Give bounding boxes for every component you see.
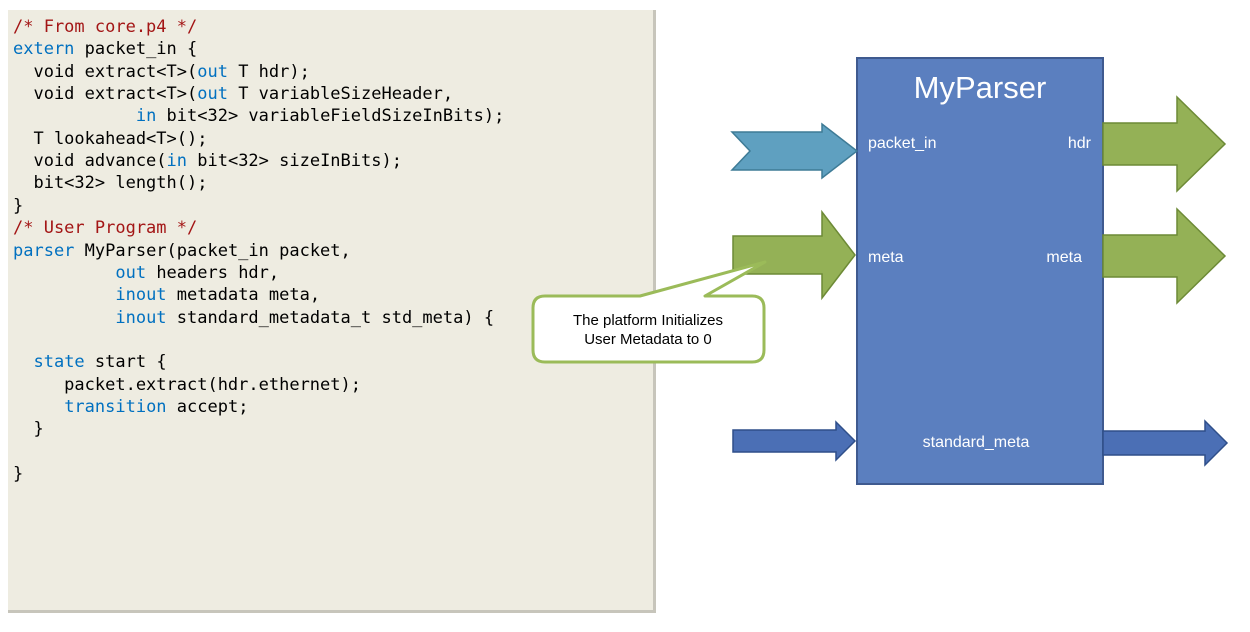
code-token-keyword: in — [135, 106, 157, 127]
code-token-plain: packet_in { — [74, 39, 198, 60]
code-token-plain: start { — [84, 352, 167, 373]
callout-text-line1: The platform Initializes — [573, 312, 723, 329]
code-token-keyword: parser — [13, 240, 75, 261]
hdr-out-arrow — [1102, 95, 1227, 193]
port-meta-out-label: meta — [1046, 249, 1082, 266]
code-line: T lookahead<T>(); — [13, 128, 207, 150]
code-token-plain: MyParser(packet_in packet, — [74, 240, 351, 261]
code-token-keyword: state — [33, 352, 85, 373]
parser-block — [856, 57, 1104, 485]
code-token-plain: standard_metadata_t std_meta) { — [166, 307, 495, 328]
meta-in-arrow — [732, 209, 856, 301]
code-line: packet.extract(hdr.ethernet); — [13, 374, 361, 396]
code-token-comment: /* From core.p4 */ — [13, 17, 198, 37]
standard-meta-in-arrow — [732, 420, 857, 462]
code-token-plain: T lookahead<T>(); — [13, 128, 208, 149]
code-token-keyword: extern — [13, 39, 75, 60]
code-line: inout standard_metadata_t std_meta) { — [13, 307, 494, 329]
code-token-keyword: out — [197, 84, 228, 105]
code-line: void extract<T>(out T variableSizeHeader… — [13, 83, 453, 105]
code-line: } — [13, 195, 23, 217]
code-line: transition accept; — [13, 396, 248, 418]
code-line: /* User Program */ — [13, 217, 197, 239]
code-line: parser MyParser(packet_in packet, — [13, 240, 351, 262]
code-line: } — [13, 463, 23, 485]
standard-meta-out-arrow — [1102, 419, 1229, 467]
code-token-keyword: out — [115, 262, 147, 283]
code-token-keyword: out — [197, 61, 228, 82]
port-hdr-label: hdr — [1068, 135, 1092, 152]
code-token-plain: metadata meta, — [166, 285, 321, 306]
code-token-plain: void advance( — [13, 151, 167, 172]
code-line: void extract<T>(out T hdr); — [13, 61, 310, 83]
code-token-plain: } — [13, 464, 24, 484]
code-line: out headers hdr, — [13, 262, 279, 284]
metadata-callout — [531, 260, 767, 364]
packet-in-arrow — [730, 122, 859, 180]
code-token-plain: void extract<T>( — [13, 84, 198, 105]
code-token-plain: headers hdr, — [146, 262, 280, 283]
code-token-plain: T variableSizeHeader, — [227, 84, 454, 105]
port-standard-meta-label: standard_meta — [923, 434, 1030, 451]
code-line: /* From core.p4 */ — [13, 16, 197, 38]
code-token-plain: T hdr); — [227, 61, 310, 82]
block-title: MyParser — [914, 70, 1047, 105]
port-packet-in-label: packet_in — [868, 135, 937, 152]
code-token-comment: /* User Program */ — [13, 218, 198, 239]
code-line: void advance(in bit<32> sizeInBits); — [13, 150, 402, 172]
code-token-plain: bit<32> sizeInBits); — [187, 151, 402, 172]
code-line: in bit<32> variableFieldSizeInBits); — [13, 105, 504, 127]
code-token-plain: } — [13, 419, 44, 440]
code-line: } — [13, 418, 44, 440]
code-token-keyword: inout — [115, 285, 167, 306]
code-line: bit<32> length(); — [13, 172, 207, 194]
meta-out-arrow — [1102, 207, 1227, 305]
code-token-plain: bit<32> length(); — [13, 173, 208, 194]
callout-text-line2: User Metadata to 0 — [584, 331, 712, 348]
code-token-plain: accept; — [166, 396, 249, 417]
code-token-keyword: inout — [115, 307, 167, 328]
code-line: state start { — [13, 351, 167, 373]
code-line: inout metadata meta, — [13, 284, 320, 306]
code-line: extern packet_in { — [13, 38, 197, 60]
port-meta-in-label: meta — [868, 249, 904, 266]
code-token-keyword: transition — [64, 396, 167, 417]
code-token-keyword: in — [166, 151, 188, 172]
code-token-plain: } — [13, 195, 24, 216]
code-token-plain: packet.extract(hdr.ethernet); — [13, 374, 361, 395]
code-token-plain: void extract<T>( — [13, 61, 198, 82]
code-token-plain: bit<32> variableFieldSizeInBits); — [156, 106, 505, 127]
